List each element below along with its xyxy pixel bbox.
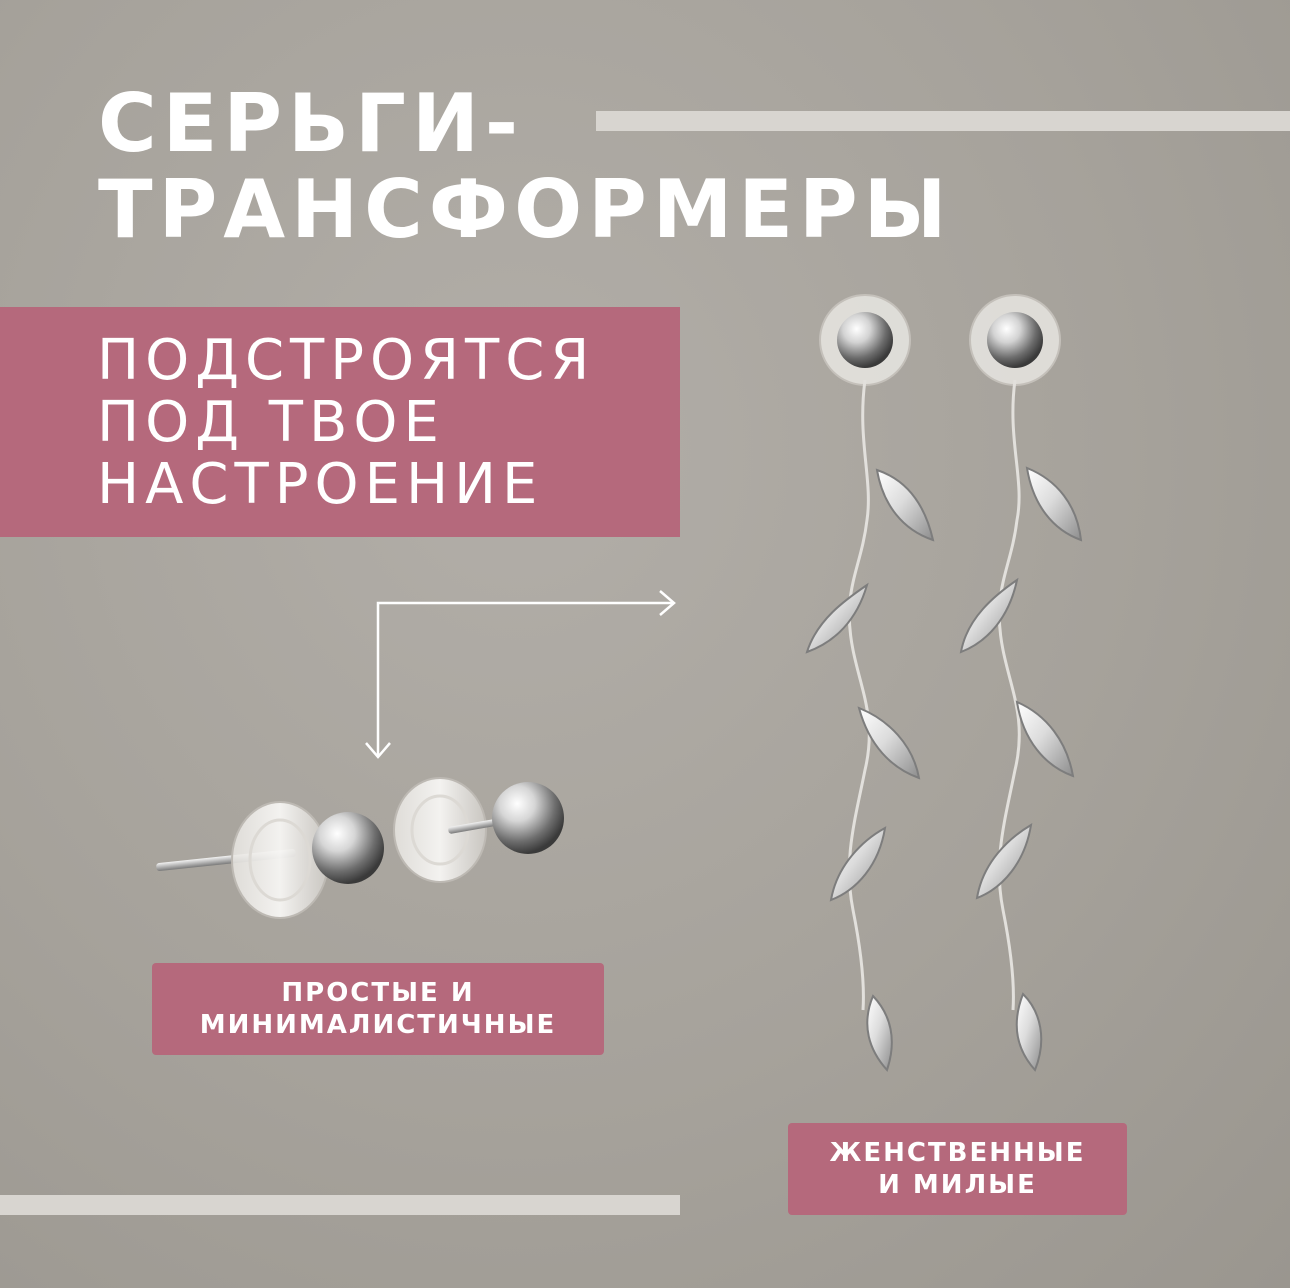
title-line-1: СЕРЬГИ- xyxy=(98,77,525,170)
arrow-icon xyxy=(365,590,676,759)
subtitle-line-3: НАСТРОЕНИЕ xyxy=(97,452,544,517)
label-feminine-cute: ЖЕНСТВЕННЫЕ И МИЛЫЕ xyxy=(788,1123,1127,1215)
label-simple-line-2: МИНИМАЛИСТИЧНЫЕ xyxy=(199,1010,557,1040)
subtitle-line-2: ПОД ТВОЕ xyxy=(97,390,445,455)
stud-earrings-image xyxy=(156,777,564,919)
subtitle-banner xyxy=(0,307,680,537)
label-feminine-line-2: И МИЛЫЕ xyxy=(878,1170,1037,1200)
label-simple-line-1: ПРОСТЫЕ И xyxy=(281,978,475,1008)
label-feminine-line-1: ЖЕНСТВЕННЫЕ xyxy=(829,1138,1086,1168)
subtitle-text: ПОДСТРОЯТСЯ ПОД ТВОЕ НАСТРОЕНИЕ xyxy=(97,330,595,516)
subtitle-line-1: ПОДСТРОЯТСЯ xyxy=(97,328,596,393)
decorative-line-top xyxy=(596,111,1290,131)
decorative-line-bottom xyxy=(0,1195,680,1215)
title-line-2: ТРАНСФОРМЕРЫ xyxy=(98,163,953,256)
label-simple-minimal: ПРОСТЫЕ И МИНИМАЛИСТИЧНЫЕ xyxy=(152,963,604,1055)
drop-earrings-image xyxy=(805,294,1083,1072)
